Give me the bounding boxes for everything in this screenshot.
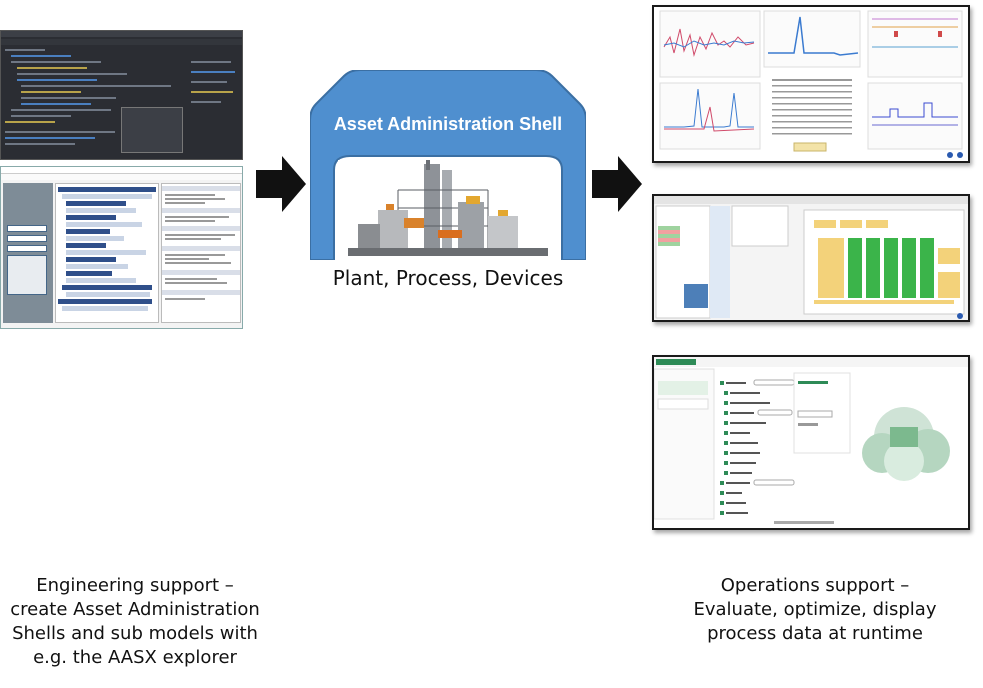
caption-line: Engineering support –	[36, 575, 234, 596]
left-arrow	[256, 156, 306, 212]
asset-administration-shell-shape	[310, 70, 586, 260]
caption-line: Evaluate, optimize, display	[693, 599, 937, 620]
caption-line: Operations support –	[720, 575, 910, 596]
aasx-package-explorer-screenshot	[0, 166, 243, 329]
caption-line: process data at runtime	[707, 623, 923, 644]
submodel-browser-screenshot	[652, 355, 970, 530]
right-arrow	[592, 156, 642, 212]
operations-support-caption: Operations support – Evaluate, optimize,…	[680, 574, 950, 646]
caption-line: create Asset Administration	[10, 599, 260, 620]
aas-caption: Plant, Process, Devices	[332, 266, 564, 290]
caption-line: Shells and sub models with	[12, 623, 258, 644]
engineering-support-caption: Engineering support – create Asset Admin…	[0, 574, 270, 670]
aas-title: Asset Administration Shell	[333, 114, 563, 134]
code-editor-screenshot	[0, 30, 243, 160]
plant-layout-visualization-screenshot	[652, 194, 970, 322]
plant-image	[338, 160, 556, 256]
caption-line: e.g. the AASX explorer	[33, 647, 237, 668]
process-charts-dashboard-screenshot	[652, 5, 970, 163]
